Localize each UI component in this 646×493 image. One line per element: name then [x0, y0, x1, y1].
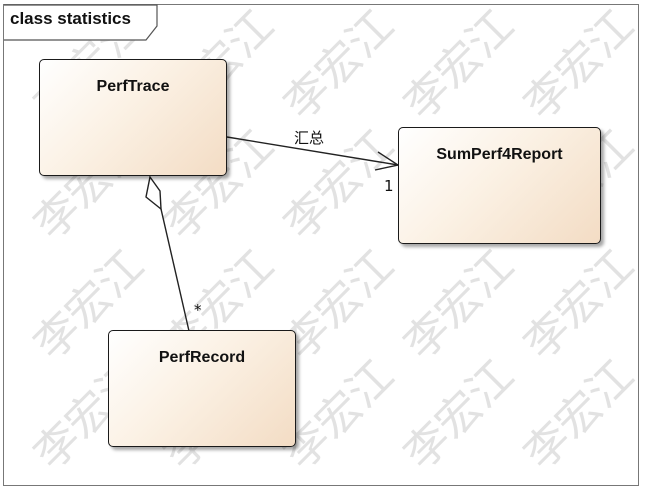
summary-association-label: 汇总 [294, 129, 325, 147]
record-aggregation-line [160, 208, 190, 332]
summary-multiplicity: 1 [384, 177, 394, 195]
summary-association-line [226, 136, 399, 166]
class-name-perfrecord: PerfRecord [158, 349, 246, 366]
record-multiplicity: * [194, 301, 202, 319]
frame-title-tab [4, 4, 158, 41]
class-name-perftrace: PerfTrace [96, 78, 170, 95]
class-perfrecord[interactable]: PerfRecord [108, 330, 296, 447]
class-perftrace[interactable]: PerfTrace [39, 59, 227, 176]
class-sumperf4report[interactable]: SumPerf4Report [398, 127, 601, 244]
frame-title: class statistics [10, 9, 131, 28]
summary-arrowhead [374, 151, 400, 171]
aggregation-diamond [145, 175, 162, 211]
class-name-sumperf4report: SumPerf4Report [436, 146, 563, 163]
